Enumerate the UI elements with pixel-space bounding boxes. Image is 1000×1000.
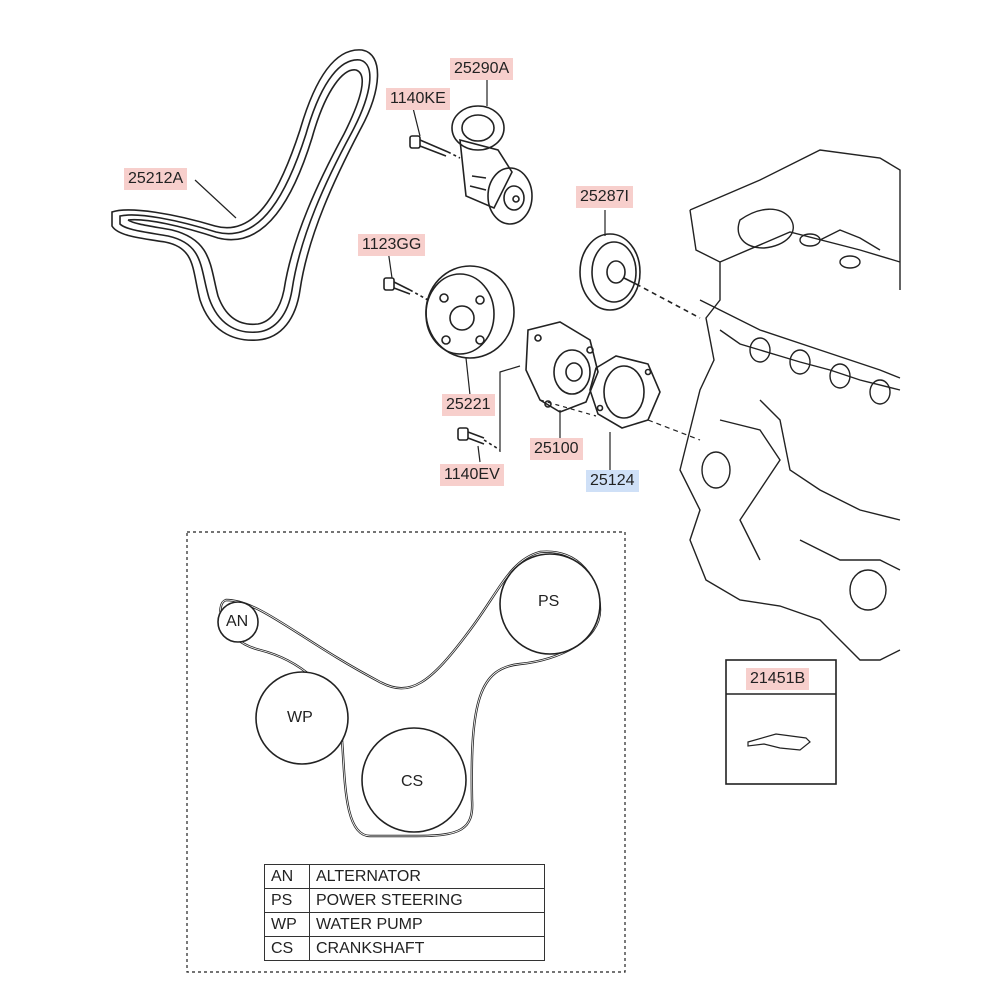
engine-block xyxy=(679,149,901,661)
belt-routing-frame xyxy=(186,531,626,973)
part-label-25124[interactable]: 25124 xyxy=(586,470,639,492)
part-label-25287i[interactable]: 25287I xyxy=(576,186,633,208)
water-pump-routing-pulley xyxy=(255,671,349,765)
power-steering-pulley xyxy=(499,553,601,655)
legend-abbr: WP xyxy=(264,912,310,937)
part-label-21451b[interactable]: 21451B xyxy=(746,668,810,690)
legend-row: CS CRANKSHAFT xyxy=(264,936,545,961)
part-label-25221[interactable]: 25221 xyxy=(442,394,495,416)
legend-name: WATER PUMP xyxy=(309,912,545,937)
water-pump-pulley xyxy=(425,265,515,359)
routing-label-cs: CS xyxy=(401,773,424,790)
belt-routing-diagram xyxy=(217,550,602,838)
alternator-pulley xyxy=(217,601,259,643)
idler-pulley xyxy=(579,233,701,319)
bolt-1140ev xyxy=(457,427,501,451)
routing-label-ps: PS xyxy=(538,593,560,610)
part-label-1140ev[interactable]: 1140EV xyxy=(440,464,504,486)
part-label-25290a[interactable]: 25290A xyxy=(450,58,514,80)
legend-row: AN ALTERNATOR xyxy=(264,864,545,889)
tensioner-assembly xyxy=(451,105,533,225)
legend-row: WP WATER PUMP xyxy=(264,912,545,937)
drive-belt xyxy=(111,49,379,341)
bolt-1123gg xyxy=(383,277,429,301)
pulley-legend: AN ALTERNATOR PS POWER STEERING WP WATER… xyxy=(264,864,545,961)
legend-name: CRANKSHAFT xyxy=(309,936,545,961)
part-label-25100[interactable]: 25100 xyxy=(530,438,583,460)
part-label-1123gg[interactable]: 1123GG xyxy=(358,234,426,256)
legend-abbr: CS xyxy=(264,936,310,961)
water-pump xyxy=(525,321,599,413)
legend-name: POWER STEERING xyxy=(309,888,545,913)
routing-label-an: AN xyxy=(226,613,249,630)
part-label-25212a[interactable]: 25212A xyxy=(124,168,188,190)
bolt-1140ke xyxy=(409,135,461,159)
pump-gasket xyxy=(589,355,661,429)
legend-row: PS POWER STEERING xyxy=(264,888,545,913)
part-21451b-box xyxy=(725,659,837,785)
legend-abbr: AN xyxy=(264,864,310,889)
legend-abbr: PS xyxy=(264,888,310,913)
legend-name: ALTERNATOR xyxy=(309,864,545,889)
part-label-1140ke[interactable]: 1140KE xyxy=(386,88,450,110)
routing-label-wp: WP xyxy=(287,709,313,726)
crankshaft-pulley xyxy=(361,727,467,833)
